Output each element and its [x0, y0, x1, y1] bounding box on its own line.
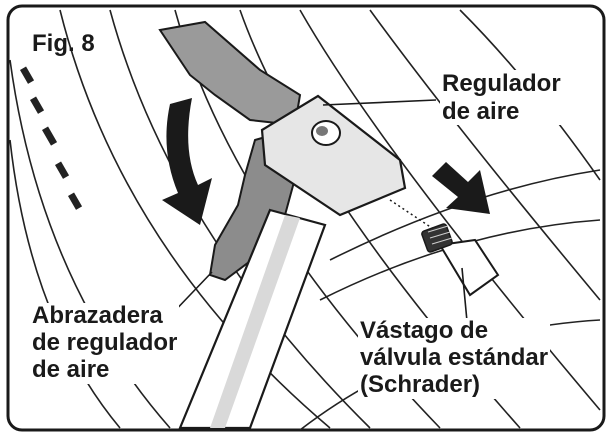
figure-number: Fig. 8 — [32, 30, 95, 57]
valve-stem — [421, 223, 500, 297]
push-arrow-icon — [432, 162, 490, 214]
valve-stem-label: Vástago de válvula estándar (Schrader) — [358, 317, 551, 399]
air-hose — [178, 208, 327, 430]
alignment-dotted-line — [389, 199, 433, 229]
downward-arrow-icon — [162, 98, 212, 225]
air-regulator-label: Regulador de aire — [440, 70, 563, 126]
air-regulator-body — [260, 94, 407, 217]
regulator-clamp-label: Abrazadera de regulador de aire — [30, 302, 180, 384]
